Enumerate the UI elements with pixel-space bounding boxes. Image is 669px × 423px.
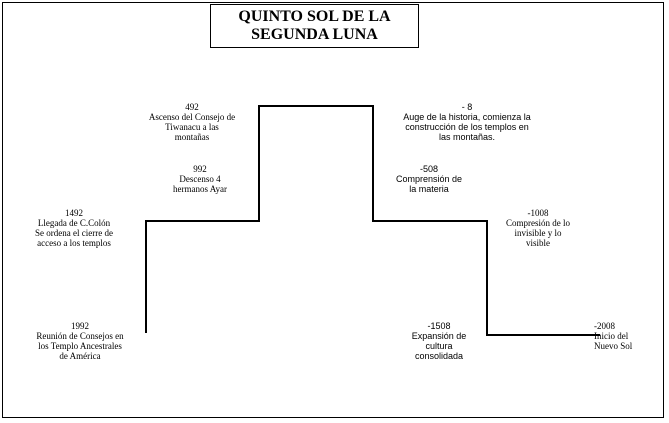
- step-line: [145, 105, 600, 336]
- diagram-frame: [2, 2, 664, 418]
- title-line-2: SEGUNDA LUNA: [251, 26, 378, 43]
- title-line-1: QUINTO SOL DE LA: [238, 8, 391, 25]
- title-box: QUINTO SOL DE LA SEGUNDA LUNA: [210, 4, 419, 48]
